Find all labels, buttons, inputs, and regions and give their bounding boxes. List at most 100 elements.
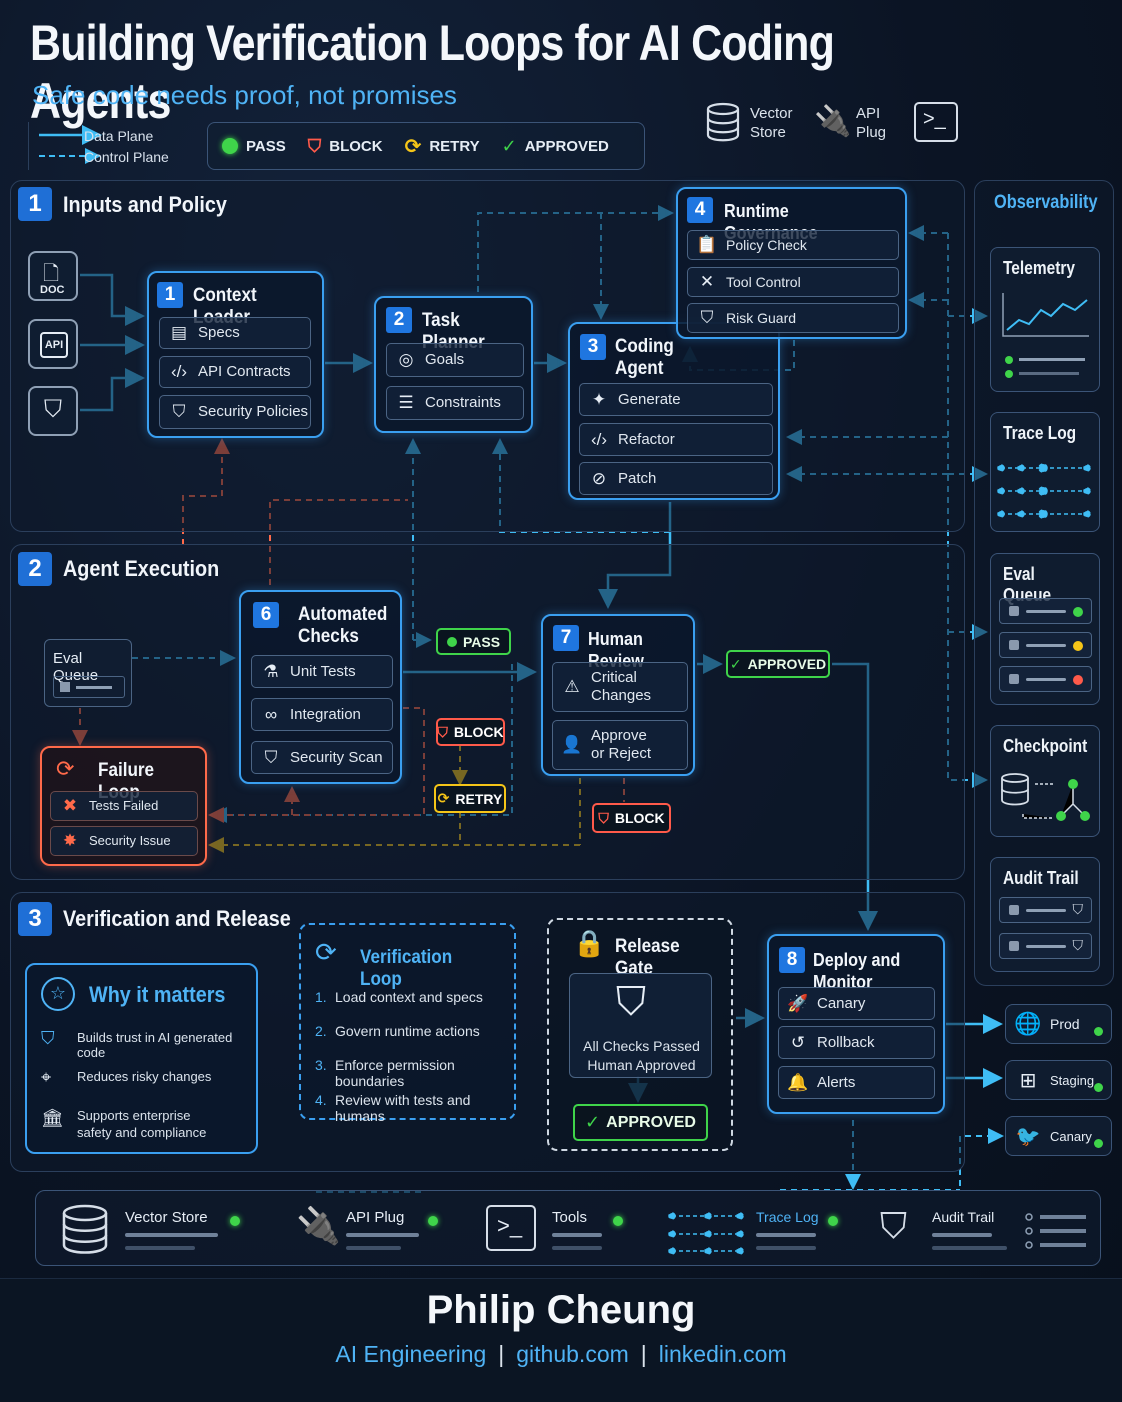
policy-input[interactable]: ⛉	[28, 386, 78, 436]
item-security-issue[interactable]: ✸Security Issue	[50, 826, 198, 856]
trace-log-card[interactable]: Trace Log	[990, 412, 1100, 532]
item-security-scan[interactable]: ⛉Security Scan	[251, 741, 393, 774]
check-circle-icon: ✓	[585, 1112, 601, 1132]
block-badge-review-label: BLOCK	[614, 810, 665, 826]
item-api-contracts[interactable]: ‹/›API Contracts	[159, 356, 311, 388]
github-link[interactable]: github.com	[516, 1341, 629, 1367]
item-refactor[interactable]: ‹/›Refactor	[579, 423, 773, 456]
line-legend: Data Plane Control Plane	[28, 122, 198, 170]
footer-bar-line	[932, 1246, 1007, 1250]
item-critical-changes-label: Critical Changes	[591, 669, 652, 704]
warning-icon: ⚠	[564, 677, 580, 696]
footer-trace-log[interactable]: Trace Log	[668, 1191, 858, 1267]
env-prod[interactable]: 🌐Prod	[1005, 1004, 1112, 1044]
target-icon: ◎	[398, 350, 414, 369]
bell-icon: 🔔	[787, 1072, 809, 1092]
refresh-icon: ⟳	[56, 756, 75, 781]
env-prod-status	[1094, 1027, 1103, 1036]
item-integration[interactable]: ∞Integration	[251, 698, 393, 731]
infrastructure-bar: Vector Store 🔌 API Plug >_ Tools Trace L…	[35, 1190, 1101, 1266]
api-input[interactable]: API	[28, 319, 78, 369]
human-review-card[interactable]: 7 Human Review ⚠Critical Changes 👤Approv…	[541, 614, 695, 776]
item-generate[interactable]: ✦Generate	[579, 383, 773, 416]
env-prod-label: Prod	[1050, 1016, 1080, 1032]
item-patch[interactable]: ⊘ Patch	[579, 462, 773, 495]
deploy-monitor-card[interactable]: 8 Deploy and Monitor 🚀Canary ↺Rollback 🔔…	[767, 934, 945, 1114]
check-circle-icon: ✓	[729, 655, 742, 672]
why-item-3: Supports enterprise safety and complianc…	[77, 1108, 207, 1140]
vl-num-1: 1.	[315, 989, 327, 1005]
item-tests-failed[interactable]: ✖Tests Failed	[50, 791, 198, 821]
legend-control-plane: Control Plane	[84, 149, 169, 165]
item-patch-label: Patch	[618, 469, 657, 487]
doc-input[interactable]: 🗋 DOC	[28, 251, 78, 301]
eval-queue-card[interactable]: Eval Queue	[990, 553, 1100, 705]
tools-icon: ✕	[699, 272, 715, 291]
item-policy-check[interactable]: 📋Policy Check	[687, 230, 899, 260]
failure-loop-card[interactable]: ⟳ Failure Loop ✖Tests Failed ✸Security I…	[40, 746, 207, 866]
audit-entry: ⛉	[999, 897, 1092, 923]
footer-audit-trail[interactable]: ⛉ Audit Trail	[876, 1191, 1098, 1267]
item-approve-reject[interactable]: 👤Approve or Reject	[552, 720, 688, 770]
env-canary-status	[1094, 1139, 1103, 1148]
context-loader-card[interactable]: 1 Context Loader ▤Specs ‹/›API Contracts…	[147, 271, 324, 438]
item-unit-tests[interactable]: ⚗Unit Tests	[251, 655, 393, 688]
separator: |	[640, 1341, 647, 1367]
runtime-governance-card[interactable]: 4 Runtime Governance 📋Policy Check ✕Tool…	[676, 187, 907, 339]
queue-item-icon	[1009, 640, 1019, 650]
shield-icon: ⛉	[172, 402, 186, 421]
footer-vector-store[interactable]: Vector Store	[36, 1191, 261, 1267]
entry-line	[1026, 909, 1066, 912]
item-critical-changes[interactable]: ⚠ Critical Changes	[552, 662, 688, 712]
footer-bar-line	[125, 1233, 218, 1237]
item-risk-guard[interactable]: ⛉Risk Guard	[687, 303, 899, 333]
item-constraints[interactable]: ☰Constraints	[386, 386, 524, 420]
item-canary[interactable]: 🚀Canary	[778, 987, 935, 1020]
footer-bar-line	[552, 1233, 602, 1237]
item-specs[interactable]: ▤Specs	[159, 317, 311, 349]
queue-item-line	[1026, 644, 1066, 647]
item-security-policies[interactable]: ⛉Security Policies	[159, 395, 311, 429]
retry-icon: ⟳	[437, 790, 450, 806]
audit-trail-card[interactable]: Audit Trail ⛉ ⛉	[990, 857, 1100, 972]
eval-queue-source[interactable]: Eval Queue	[44, 639, 132, 707]
status-dot-green	[1073, 607, 1083, 617]
vl-step-4: Review with tests and humans	[335, 1092, 471, 1124]
shield-icon: ⛉	[1072, 937, 1084, 953]
flask-icon: ⚗	[263, 661, 279, 681]
block-badge-checks-label: BLOCK	[453, 724, 504, 740]
env-canary-label: Canary	[1050, 1128, 1092, 1144]
queue-item-icon	[1009, 674, 1019, 684]
checkpoint-card[interactable]: Checkpoint	[990, 725, 1100, 837]
bandage-icon: ⊘	[591, 468, 607, 488]
item-constraints-label: Constraints	[425, 394, 501, 411]
retry-badge-label: RETRY	[455, 790, 503, 807]
telemetry-card[interactable]: Telemetry	[990, 247, 1100, 392]
automated-checks-card[interactable]: 6 Automated Checks ⚗Unit Tests ∞Integrat…	[239, 590, 402, 784]
coding-agent-card[interactable]: 3 Coding Agent ✦Generate ‹/›Refactor ⊘Pa…	[568, 322, 780, 500]
item-alerts[interactable]: 🔔Alerts	[778, 1066, 935, 1099]
footer-tools[interactable]: >_ Tools	[482, 1191, 662, 1267]
code-icon: ‹/›	[590, 429, 608, 449]
release-gate-line2: Human Approved	[587, 1057, 696, 1073]
check-circle-icon: ✓	[501, 135, 517, 156]
linkedin-link[interactable]: linkedin.com	[658, 1341, 787, 1367]
queue-item-icon	[1009, 606, 1019, 616]
footer-api-plug[interactable]: 🔌 API Plug	[282, 1191, 462, 1267]
block-badge-review: ⛉BLOCK	[592, 803, 671, 833]
task-planner-card[interactable]: 2 Task Planner ◎Goals ☰Constraints	[374, 296, 533, 433]
item-goals[interactable]: ◎Goals	[386, 343, 524, 377]
footer-bar-line	[756, 1246, 816, 1250]
env-canary[interactable]: 🐦Canary	[1005, 1116, 1112, 1156]
queue-item-line	[1026, 610, 1066, 613]
item-tool-control[interactable]: ✕Tool Control	[687, 267, 899, 297]
item-risk-guard-label: Risk Guard	[726, 310, 797, 326]
shield-icon: ⛉	[1072, 901, 1084, 917]
item-rollback[interactable]: ↺Rollback	[778, 1026, 935, 1059]
entry-line	[1026, 945, 1066, 948]
why-item-1: Builds trust in AI generated code	[77, 1030, 233, 1060]
item-rollback-label: Rollback	[817, 1033, 875, 1051]
section-2-number: 2	[18, 552, 52, 586]
env-staging[interactable]: ⊞Staging	[1005, 1060, 1112, 1100]
audit-trail-label: Audit Trail	[1003, 868, 1079, 888]
